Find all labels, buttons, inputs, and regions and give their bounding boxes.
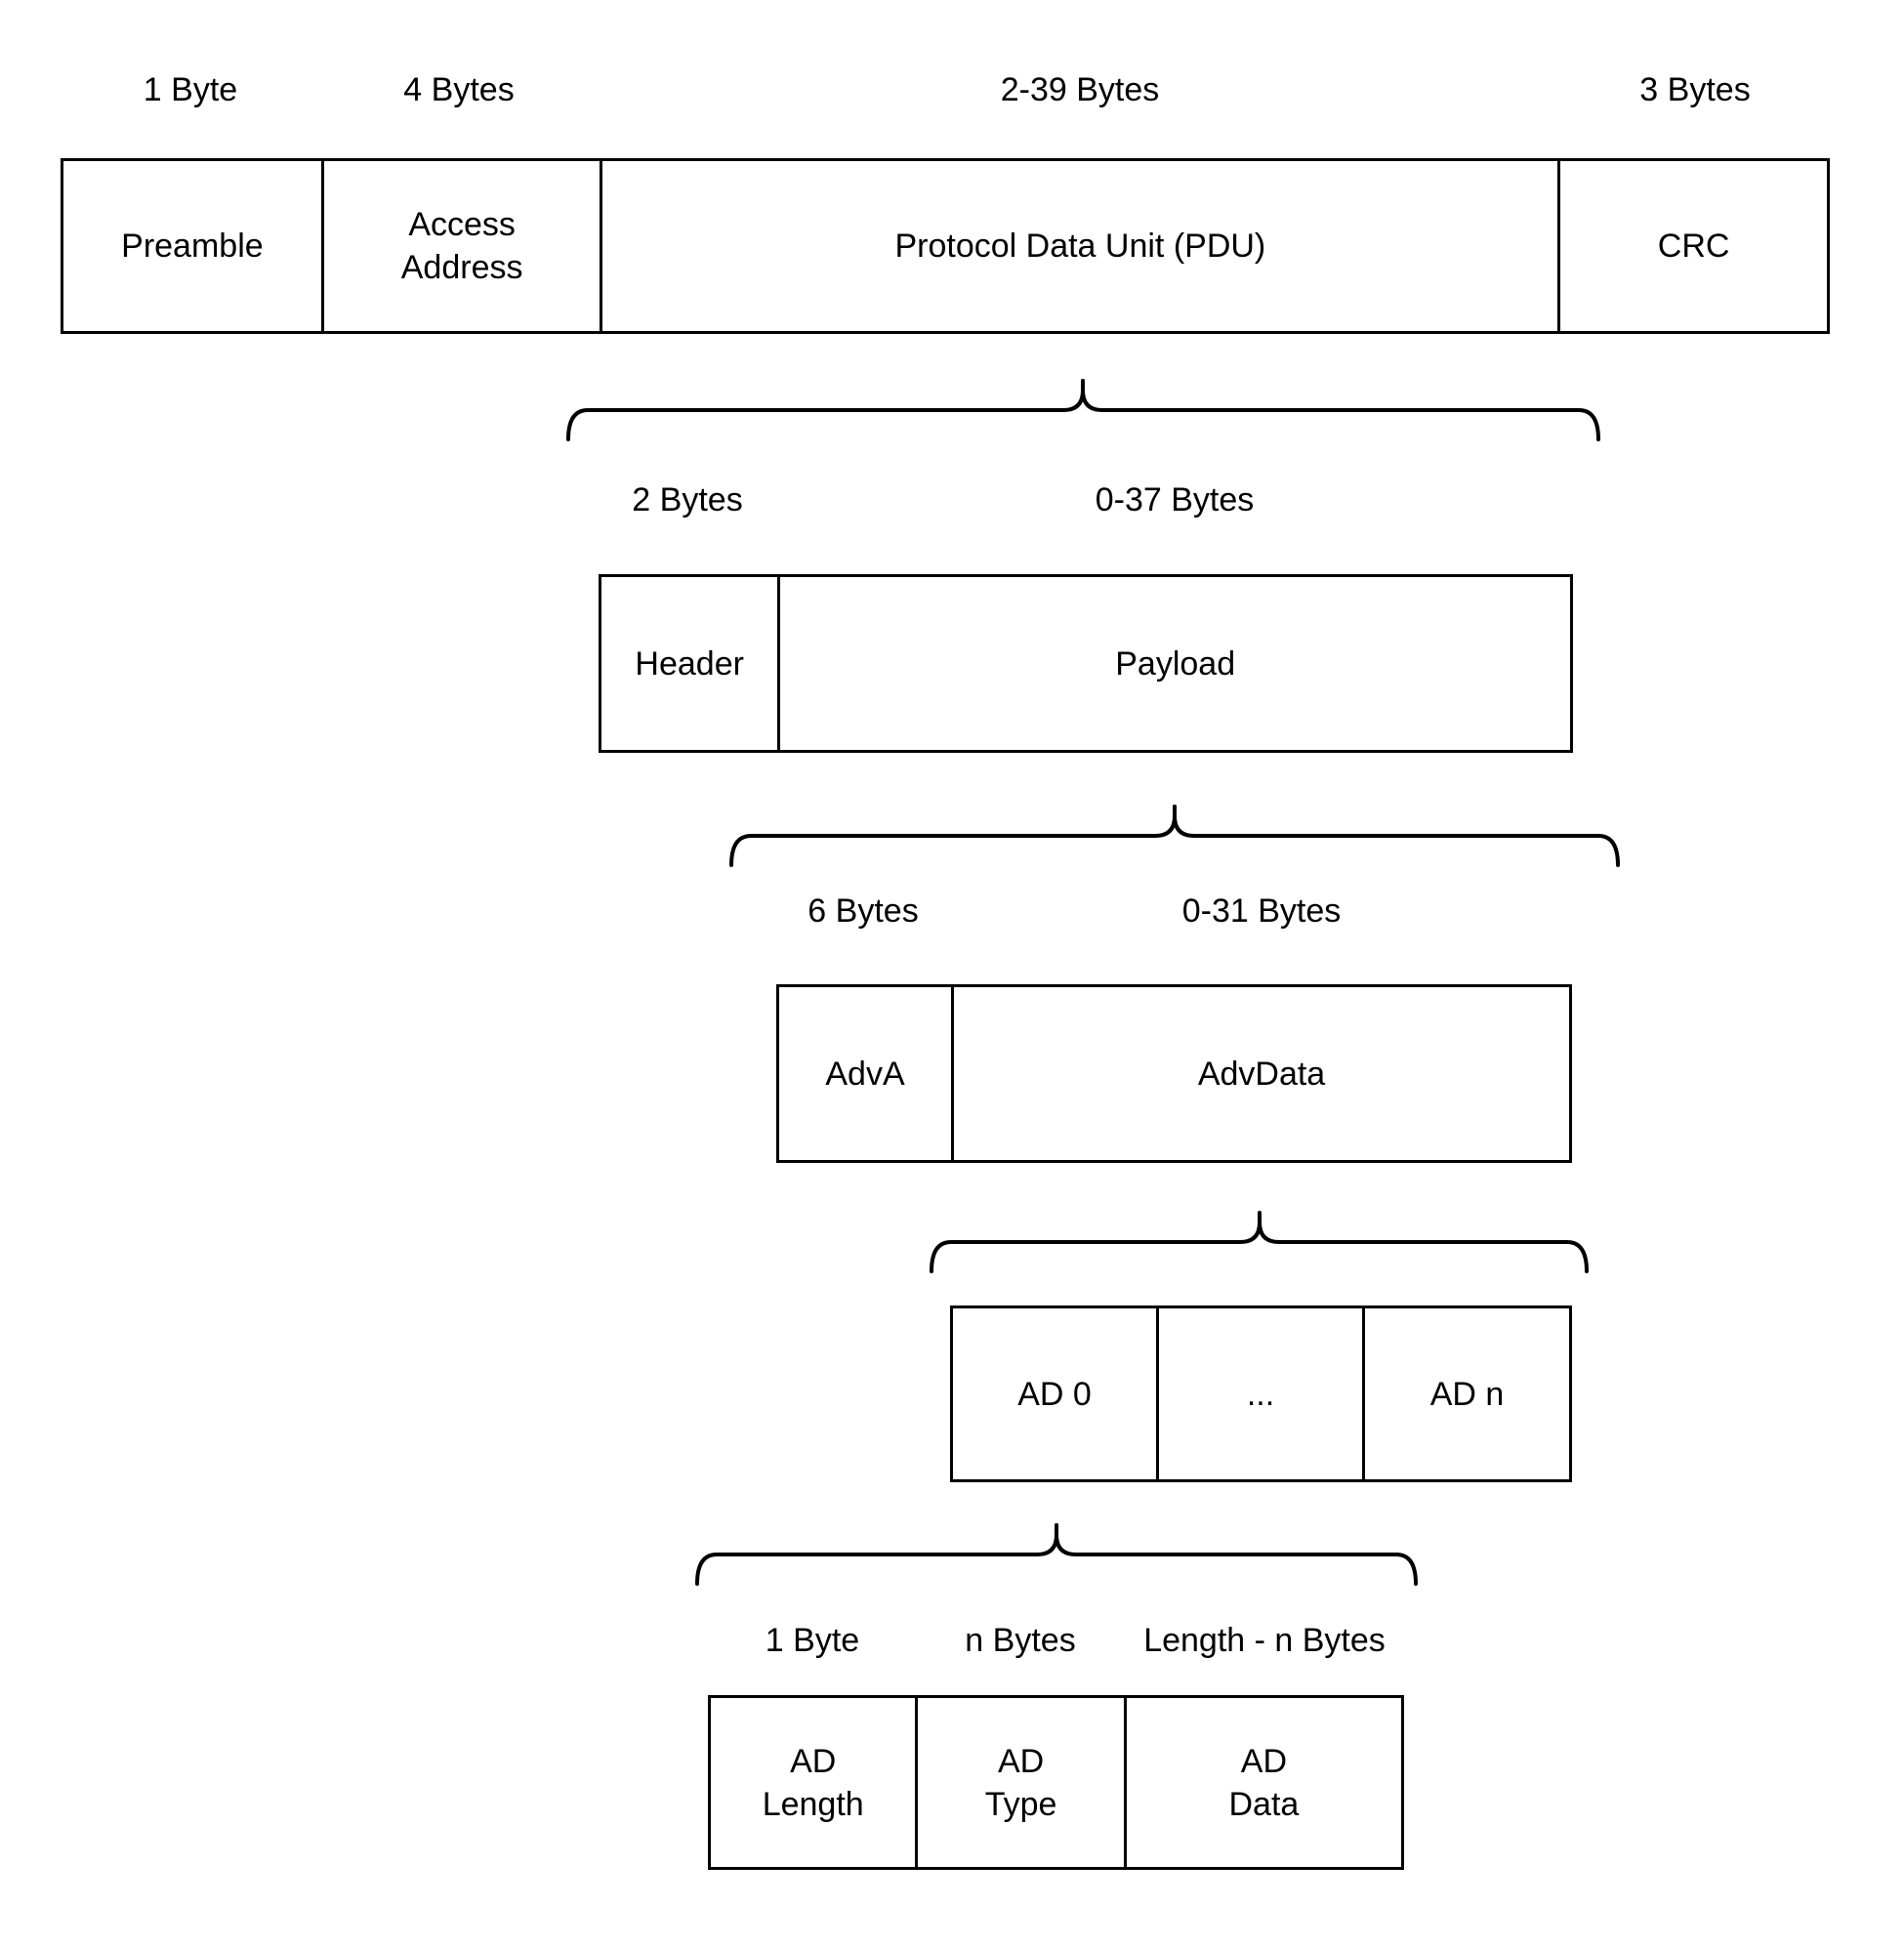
size-label-header: 2 Bytes <box>632 481 743 518</box>
size-label-adva: 6 Bytes <box>807 892 919 930</box>
brace-advdata-expansion-left <box>930 1211 1262 1273</box>
brace-payload-expansion-left <box>729 805 1177 867</box>
size-label-crc: 3 Bytes <box>1639 71 1751 108</box>
size-label-pdu: 2-39 Bytes <box>1000 71 1160 108</box>
size-label-access-address: 4 Bytes <box>403 71 515 108</box>
size-label-payload: 0-37 Bytes <box>1095 481 1255 518</box>
field-ad0: AD 0 <box>1017 1375 1092 1413</box>
size-label-ad-type: n Bytes <box>965 1622 1076 1659</box>
size-label-preamble: 1 Byte <box>143 71 238 108</box>
size-label-ad-data: Length - n Bytes <box>1143 1622 1386 1659</box>
field-ellipsis: ... <box>1156 1308 1362 1479</box>
field-ad-length: AD Length <box>762 1742 864 1823</box>
field-header: Header <box>635 644 744 683</box>
size-label-ad-length: 1 Byte <box>765 1622 860 1659</box>
brace-pdu-expansion-right <box>1081 379 1600 441</box>
field-advdata: AdvData <box>951 987 1569 1160</box>
field-payload: Payload <box>777 577 1570 750</box>
field-pdu: Protocol Data Unit (PDU) <box>600 161 1557 331</box>
field-ad-type: AD Type <box>915 1698 1123 1867</box>
advdata-row: AD 0 ... AD n <box>950 1306 1572 1482</box>
field-adva: AdvA <box>825 1055 905 1093</box>
brace-pdu-expansion-left <box>566 379 1085 441</box>
brace-payload-expansion-right <box>1173 805 1620 867</box>
packet-row: Preamble Access Address Protocol Data Un… <box>61 158 1830 334</box>
field-access-address: Access Address <box>320 161 600 331</box>
brace-ad0-expansion-left <box>695 1523 1058 1586</box>
brace-advdata-expansion-right <box>1258 1211 1589 1273</box>
field-crc: CRC <box>1557 161 1827 331</box>
field-ad-data: AD Data <box>1123 1698 1401 1867</box>
ad-structure-row: AD Length AD Type AD Data <box>708 1695 1404 1870</box>
payload-row: AdvA AdvData <box>776 984 1572 1163</box>
size-label-advdata: 0-31 Bytes <box>1181 892 1342 930</box>
field-preamble: Preamble <box>121 228 264 265</box>
pdu-row: Header Payload <box>599 574 1573 753</box>
field-adn: AD n <box>1362 1308 1569 1479</box>
brace-ad0-expansion-right <box>1055 1523 1418 1586</box>
